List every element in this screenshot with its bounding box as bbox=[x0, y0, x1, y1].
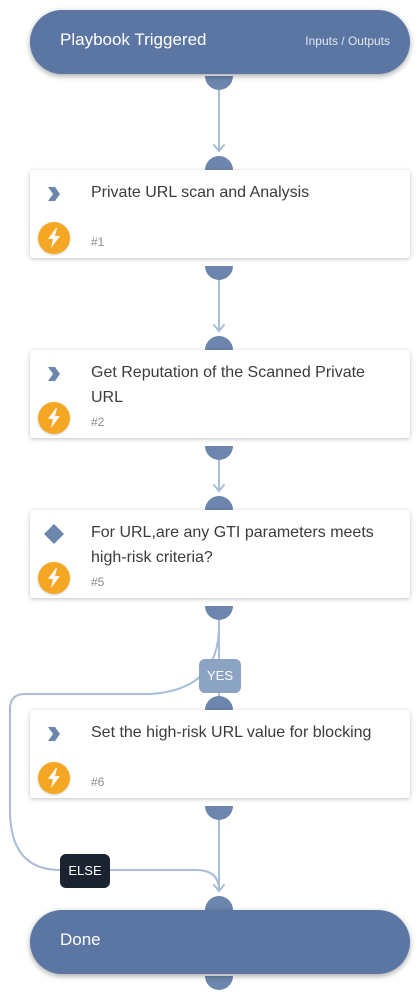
arrowhead-task2 bbox=[213, 324, 225, 332]
arrowhead-task5 bbox=[213, 484, 225, 492]
task-card-6[interactable]: Set the high-risk URL value for blocking… bbox=[30, 710, 410, 798]
chevron-right-icon bbox=[46, 186, 62, 202]
lightning-icon bbox=[38, 762, 70, 794]
lightning-icon bbox=[38, 402, 70, 434]
arrowhead-task1 bbox=[213, 144, 225, 152]
port-task2-in bbox=[205, 336, 233, 350]
else-branch-label[interactable]: ELSE bbox=[60, 854, 110, 888]
port-task1-out bbox=[205, 266, 233, 280]
arrowhead-done bbox=[213, 884, 225, 892]
task-number: #2 bbox=[91, 415, 105, 429]
start-node-title: Playbook Triggered bbox=[60, 30, 207, 49]
done-node-title: Done bbox=[60, 930, 101, 949]
port-done-out bbox=[205, 976, 233, 990]
port-task1-in bbox=[205, 156, 233, 170]
task-title: For URL,are any GTI parameters meets hig… bbox=[91, 524, 374, 566]
chevron-right-icon bbox=[46, 726, 62, 742]
yes-branch-label[interactable]: YES bbox=[199, 659, 241, 693]
task-card-2[interactable]: Get Reputation of the Scanned Private UR… bbox=[30, 350, 410, 438]
task-number: #5 bbox=[91, 575, 105, 589]
diamond-icon bbox=[44, 524, 64, 544]
task-title: Get Reputation of the Scanned Private UR… bbox=[91, 364, 365, 406]
port-task5-out bbox=[205, 606, 233, 620]
lightning-icon bbox=[38, 562, 70, 594]
port-start-out bbox=[205, 76, 233, 90]
inputs-outputs-link[interactable]: Inputs / Outputs bbox=[305, 34, 390, 48]
task-card-5[interactable]: For URL,are any GTI parameters meets hig… bbox=[30, 510, 410, 598]
port-task6-in bbox=[205, 696, 233, 710]
port-task2-out bbox=[205, 446, 233, 460]
connector-task5-else bbox=[9, 625, 220, 891]
task-number: #6 bbox=[91, 775, 105, 789]
port-done-in bbox=[205, 896, 233, 910]
playbook-triggered-node[interactable]: Playbook Triggered Inputs / Outputs bbox=[30, 10, 410, 74]
task-card-1[interactable]: Private URL scan and Analysis #1 bbox=[30, 170, 410, 258]
port-task6-out bbox=[205, 806, 233, 820]
task-number: #1 bbox=[91, 235, 105, 249]
task-title: Set the high-risk URL value for blocking bbox=[91, 724, 372, 741]
chevron-right-icon bbox=[46, 366, 62, 382]
task-title: Private URL scan and Analysis bbox=[91, 184, 310, 201]
port-task5-in bbox=[205, 496, 233, 510]
lightning-icon bbox=[38, 222, 70, 254]
done-node[interactable]: Done bbox=[30, 910, 410, 974]
